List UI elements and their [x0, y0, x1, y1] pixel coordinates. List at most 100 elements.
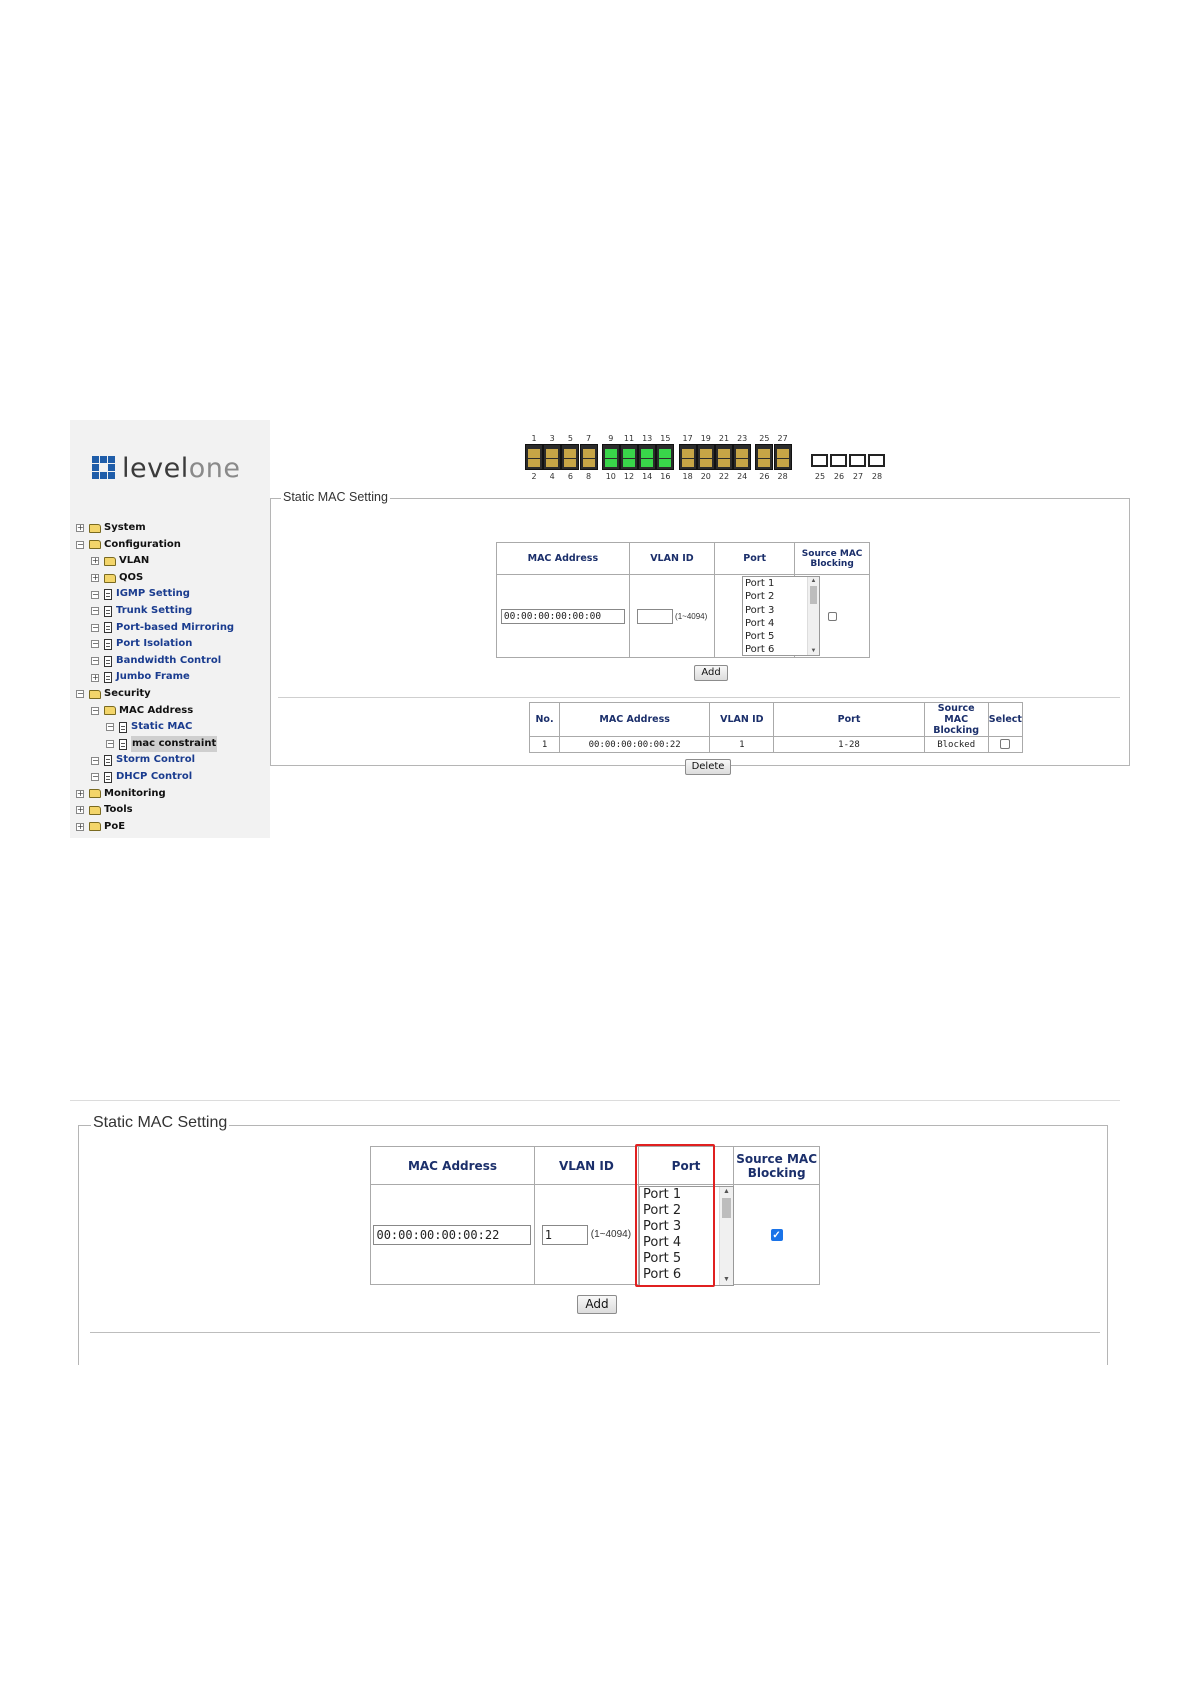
nav-item-igmp-setting[interactable]: −IGMP Setting	[76, 586, 270, 603]
nav-item-bandwidth-control[interactable]: −Bandwidth Control	[76, 653, 270, 670]
port-option[interactable]: Port 1	[643, 1187, 682, 1202]
nav-item-jumbo-frame[interactable]: +Jumbo Frame	[76, 669, 270, 686]
sfp-port-icon[interactable]	[830, 454, 847, 467]
port-21-22-icon[interactable]	[715, 444, 733, 470]
collapse-icon[interactable]: −	[91, 656, 99, 666]
collapse-icon[interactable]: −	[91, 606, 99, 616]
row-select-checkbox[interactable]	[1000, 739, 1011, 750]
mac-address-input[interactable]: 00:00:00:00:00:22	[373, 1224, 532, 1245]
collapse-icon[interactable]: −	[91, 639, 99, 649]
port-11-12-icon[interactable]	[620, 444, 638, 470]
port-1-2-icon[interactable]	[525, 444, 543, 470]
scroll-thumb[interactable]	[810, 586, 817, 604]
entries-header-vlan: VLAN ID	[709, 702, 775, 737]
nav-item-mac-address[interactable]: −MAC Address	[76, 703, 270, 720]
scroll-down-icon[interactable]: ▼	[723, 1276, 730, 1283]
port-option[interactable]: Port 5	[745, 631, 775, 643]
port-option[interactable]: Port 4	[643, 1235, 682, 1250]
add-button[interactable]: Add	[577, 1295, 617, 1314]
collapse-icon[interactable]: −	[91, 589, 99, 599]
port-13-14-icon[interactable]	[638, 444, 657, 470]
collapse-icon[interactable]: −	[91, 705, 99, 715]
port-19-20-icon[interactable]	[696, 444, 715, 470]
port-27-28-icon[interactable]	[773, 444, 792, 470]
collapse-icon[interactable]: −	[91, 772, 99, 782]
port-15-16-icon[interactable]	[656, 444, 675, 470]
nav-item-security[interactable]: −Security	[76, 686, 270, 703]
port-25-26-icon[interactable]	[755, 444, 774, 470]
expand-icon[interactable]: +	[76, 805, 84, 815]
collapse-icon[interactable]: −	[76, 539, 84, 549]
sfp-port-label: 28	[871, 472, 883, 481]
port-option[interactable]: Port 2	[643, 1203, 682, 1218]
nav-item-static-mac[interactable]: − Static MAC	[76, 719, 270, 736]
collapse-icon[interactable]: −	[76, 689, 84, 699]
collapse-icon[interactable]: −	[106, 739, 114, 749]
port-option[interactable]: Port 3	[643, 1219, 682, 1234]
expand-icon[interactable]: +	[91, 573, 99, 583]
port-option[interactable]: Port 6	[643, 1267, 682, 1282]
nav-item-label: Port-based Mirroring	[116, 621, 235, 633]
port-23-24-icon[interactable]	[733, 444, 752, 470]
port-number-label: 27	[777, 434, 788, 443]
sfp-port-icon[interactable]	[868, 454, 885, 467]
nav-item-monitoring[interactable]: +Monitoring	[76, 786, 270, 803]
nav-item-dhcp-control[interactable]: −DHCP Control	[76, 769, 270, 786]
port-option[interactable]: Port 3	[745, 604, 775, 616]
port-number-label: 7	[586, 434, 592, 443]
expand-icon[interactable]: +	[76, 788, 84, 798]
mac-address-input[interactable]: 00:00:00:00:00:00	[500, 608, 625, 624]
add-button[interactable]: Add	[694, 665, 728, 681]
listbox-scrollbar[interactable]: ▲ ▼	[719, 1187, 733, 1285]
nav-item-trunk-setting[interactable]: −Trunk Setting	[76, 603, 270, 620]
static-mac-entries-table: No. MAC Address VLAN ID Port Source MAC …	[528, 702, 1024, 753]
port-option[interactable]: Port 6	[745, 644, 775, 656]
nav-item-storm-control[interactable]: −Storm Control	[76, 752, 270, 769]
nav-item-tools[interactable]: +Tools	[76, 802, 270, 819]
delete-button[interactable]: Delete	[685, 759, 731, 775]
nav-item-mac-constraint[interactable]: −mac constraint	[76, 735, 270, 753]
nav-item-vlan[interactable]: +VLAN	[76, 553, 270, 570]
port-5-6-icon[interactable]	[561, 444, 580, 470]
vlan-range-hint: (1~4094)	[590, 1229, 632, 1240]
collapse-icon[interactable]: −	[91, 755, 99, 765]
port-7-8-icon[interactable]	[579, 444, 598, 470]
sfp-port-icon[interactable]	[811, 454, 828, 467]
collapse-icon[interactable]: −	[91, 622, 99, 632]
vlan-id-input[interactable]	[636, 608, 673, 624]
expand-icon[interactable]: +	[76, 821, 84, 831]
nav-item-qos[interactable]: + QOS	[76, 570, 270, 587]
cell-blocking: Blocked	[923, 736, 989, 753]
nav-item-label: Static MAC	[131, 721, 193, 733]
expand-icon[interactable]: +	[76, 523, 84, 533]
nav-item-configuration[interactable]: −Configuration	[76, 537, 270, 554]
expand-icon[interactable]: +	[91, 556, 99, 566]
folder-icon	[89, 523, 101, 533]
collapse-icon[interactable]: −	[106, 722, 114, 732]
vlan-id-input[interactable]: 1	[541, 1224, 588, 1245]
scroll-down-icon[interactable]: ▼	[810, 648, 817, 654]
nav-item-label: QOS	[119, 571, 144, 583]
expand-icon[interactable]: +	[91, 672, 99, 682]
nav-item-port-based-mirroring[interactable]: − Port-based Mirroring	[76, 620, 270, 637]
scroll-up-icon[interactable]: ▲	[810, 578, 817, 584]
port-option[interactable]: Port 5	[643, 1251, 682, 1266]
port-option[interactable]: Port 4	[745, 617, 775, 629]
port-option[interactable]: Port 1	[745, 578, 775, 589]
nav-item-poe[interactable]: +PoE	[76, 819, 270, 836]
port-option[interactable]: Port 2	[745, 591, 775, 603]
sfp-port-icon[interactable]	[849, 454, 866, 467]
port-3-4-icon[interactable]	[543, 444, 562, 470]
source-mac-blocking-checkbox[interactable]	[827, 612, 837, 622]
nav-item-port-isolation[interactable]: −Port Isolation	[76, 636, 270, 653]
folder-icon	[104, 556, 116, 566]
listbox-scrollbar[interactable]: ▲ ▼	[807, 577, 819, 655]
port-17-18-icon[interactable]	[678, 444, 697, 470]
scroll-up-icon[interactable]: ▲	[723, 1188, 730, 1195]
nav-item-system[interactable]: +System	[76, 520, 270, 537]
scroll-thumb[interactable]	[722, 1198, 731, 1218]
source-mac-blocking-checkbox[interactable]: ✓	[770, 1228, 783, 1241]
port-9-10-icon[interactable]	[601, 444, 620, 470]
